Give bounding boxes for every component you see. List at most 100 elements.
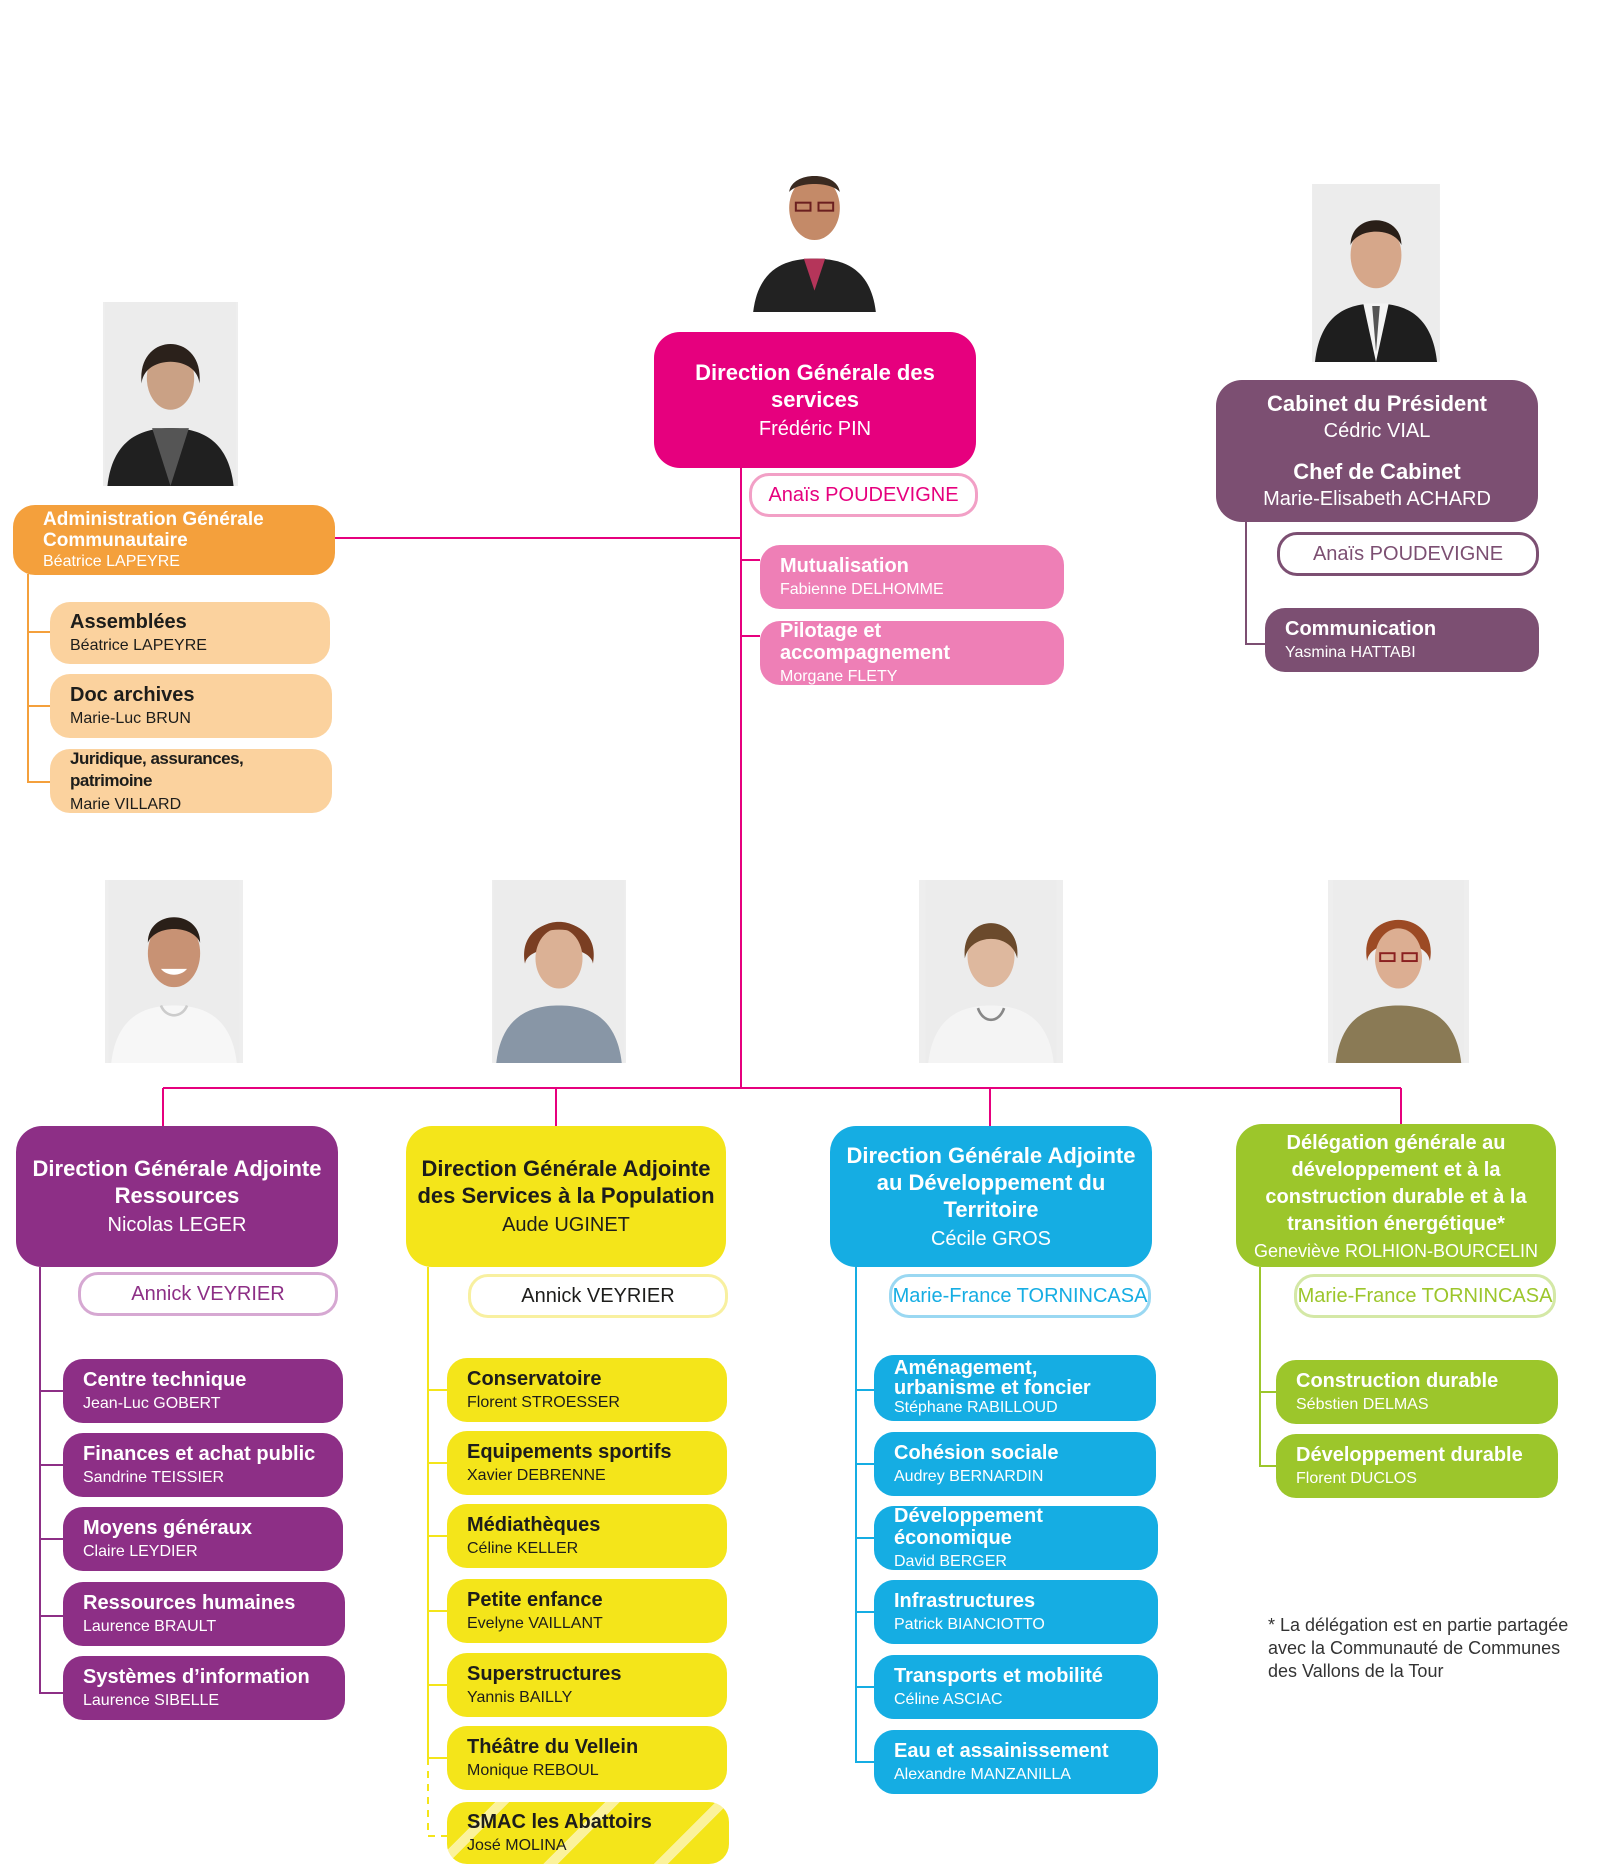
population-unit: Médiathèques Céline KELLER bbox=[447, 1504, 727, 1568]
unit-name: Patrick BIANCIOTTO bbox=[894, 1615, 1045, 1633]
population-unit: Théâtre du Vellein Monique REBOUL bbox=[447, 1726, 727, 1790]
unit-title: Ressources humaines bbox=[83, 1591, 296, 1614]
chef-cabinet-title: Chef de Cabinet bbox=[1293, 459, 1461, 484]
territoire-name: Cécile GROS bbox=[930, 1227, 1052, 1250]
photo-population bbox=[492, 880, 626, 1063]
unit-name: Laurence SIBELLE bbox=[83, 1691, 220, 1709]
unit-name: Florent STROESSER bbox=[467, 1393, 620, 1411]
unit-title: Eau et assainissement bbox=[894, 1739, 1109, 1762]
territoire-unit: Transports et mobilité Céline ASCIAC bbox=[874, 1655, 1158, 1719]
unit-name: Yannis BAILLY bbox=[467, 1688, 573, 1706]
ressources-unit: Moyens généraux Claire LEYDIER bbox=[63, 1507, 343, 1571]
ressources-title: Direction Générale Adjointe Ressources bbox=[32, 1156, 322, 1208]
dgs-name: Frédéric PIN bbox=[758, 417, 872, 440]
dgs-unit: Mutualisation Fabienne DELHOMME bbox=[760, 545, 1064, 609]
delegation-assistant: Marie-France TORNINCASA bbox=[1294, 1274, 1556, 1318]
portrait-icon bbox=[108, 880, 240, 1063]
unit-title: Moyens généraux bbox=[83, 1516, 252, 1539]
territoire-unit: Aménagement, urbanisme et foncier Stépha… bbox=[874, 1355, 1156, 1421]
ressources-name: Nicolas LEGER bbox=[107, 1214, 247, 1236]
unit-title: Cohésion sociale bbox=[894, 1441, 1059, 1464]
unit-title: Systèmes d’information bbox=[83, 1665, 310, 1688]
unit-title: Infrastructures bbox=[894, 1589, 1036, 1612]
photo-dgs bbox=[746, 152, 883, 312]
admin-unit: Doc archives Marie-Luc BRUN bbox=[50, 674, 332, 738]
delegation-unit: Développement durable Florent DUCLOS bbox=[1276, 1434, 1558, 1498]
cabinet-box: Cabinet du Président Cédric VIAL Chef de… bbox=[1216, 380, 1538, 522]
admin-name: Béatrice LAPEYRE bbox=[43, 552, 180, 570]
unit-name: Stéphane RABILLOUD bbox=[894, 1399, 1058, 1416]
unit-name: Yasmina HATTABI bbox=[1285, 643, 1416, 661]
population-unit: Conservatoire Florent STROESSER bbox=[447, 1358, 727, 1422]
footnote-line: avec la Communauté de Communes bbox=[1268, 1638, 1561, 1658]
portrait-icon bbox=[1312, 184, 1440, 362]
unit-title: Pilotage et accompagnement bbox=[780, 619, 951, 664]
unit-title: Assemblées bbox=[70, 610, 187, 633]
ressources-box: Direction Générale Adjointe Ressources N… bbox=[16, 1126, 338, 1267]
territoire-assistant: Marie-France TORNINCASA bbox=[889, 1274, 1151, 1318]
unit-title: Médiathèques bbox=[467, 1513, 601, 1536]
population-assistant: Annick VEYRIER bbox=[468, 1274, 728, 1318]
portrait-icon bbox=[104, 302, 237, 486]
unit-title: Centre technique bbox=[83, 1368, 247, 1391]
population-unit: Equipements sportifs Xavier DEBRENNE bbox=[447, 1431, 727, 1495]
unit-name: Céline ASCIAC bbox=[894, 1690, 1003, 1708]
unit-name: José MOLINA bbox=[467, 1836, 567, 1854]
unit-title: Finances et achat public bbox=[83, 1442, 316, 1465]
delegation-unit: Construction durable Sébstien DELMAS bbox=[1276, 1360, 1558, 1424]
unit-title: Théâtre du Vellein bbox=[467, 1735, 639, 1758]
population-name: Aude UGINET bbox=[502, 1214, 630, 1236]
unit-title: Conservatoire bbox=[467, 1367, 602, 1390]
footnote: * La délégation est en partie partagée a… bbox=[1268, 1614, 1598, 1683]
unit-name: Jean-Luc GOBERT bbox=[83, 1394, 221, 1412]
portrait-icon bbox=[925, 880, 1057, 1063]
footnote-line: des Vallons de la Tour bbox=[1268, 1661, 1444, 1681]
unit-name: Céline KELLER bbox=[467, 1539, 579, 1557]
cabinet-unit: Communication Yasmina HATTABI bbox=[1265, 608, 1539, 672]
unit-name: Alexandre MANZANILLA bbox=[894, 1765, 1071, 1783]
population-title: Direction Générale Adjointe des Services… bbox=[417, 1156, 715, 1208]
admin-unit: Juridique, assurances, patrimoine Marie … bbox=[50, 749, 332, 813]
unit-title: Développement économique bbox=[894, 1504, 1043, 1549]
admin-box: Administration Générale Communautaire Bé… bbox=[13, 505, 335, 575]
ressources-unit: Systèmes d’information Laurence SIBELLE bbox=[63, 1656, 345, 1720]
ressources-unit: Finances et achat public Sandrine TEISSI… bbox=[63, 1433, 343, 1497]
unit-name: Marie-Luc BRUN bbox=[70, 709, 191, 727]
unit-name: Claire LEYDIER bbox=[83, 1542, 198, 1560]
cabinet-assistant: Anaïs POUDEVIGNE bbox=[1277, 532, 1539, 576]
dgs-assistant: Anaïs POUDEVIGNE bbox=[749, 473, 978, 517]
ressources-unit: Centre technique Jean-Luc GOBERT bbox=[63, 1359, 343, 1423]
unit-title: Equipements sportifs bbox=[467, 1440, 672, 1463]
unit-name: Morgane FLETY bbox=[780, 667, 898, 685]
territoire-title: Direction Générale Adjointe au Développe… bbox=[846, 1142, 1136, 1222]
unit-title: Doc archives bbox=[70, 683, 195, 706]
cabinet-title: Cabinet du Président bbox=[1266, 391, 1488, 416]
dgs-unit: Pilotage et accompagnement Morgane FLETY bbox=[760, 619, 1064, 685]
unit-title: SMAC les Abattoirs bbox=[467, 1810, 652, 1833]
ressources-unit: Ressources humaines Laurence BRAULT bbox=[63, 1582, 345, 1646]
dgs-box: Direction Générale des services Frédéric… bbox=[654, 332, 976, 468]
territoire-unit: Eau et assainissement Alexandre MANZANIL… bbox=[874, 1730, 1158, 1794]
photo-cabinet bbox=[1312, 184, 1440, 362]
delegation-box: Délégation générale au développement et … bbox=[1236, 1124, 1556, 1267]
unit-name: Sandrine TEISSIER bbox=[83, 1468, 225, 1486]
portrait-icon bbox=[493, 880, 625, 1063]
unit-name: Fabienne DELHOMME bbox=[780, 580, 944, 598]
territoire-unit: Cohésion sociale Audrey BERNARDIN bbox=[874, 1432, 1156, 1496]
unit-name: Laurence BRAULT bbox=[83, 1617, 217, 1635]
territoire-unit: Infrastructures Patrick BIANCIOTTO bbox=[874, 1580, 1158, 1644]
admin-unit: Assemblées Béatrice LAPEYRE bbox=[50, 602, 330, 664]
unit-title: Mutualisation bbox=[780, 554, 909, 577]
territoire-unit: Développement économique David BERGER bbox=[874, 1504, 1158, 1570]
unit-name: Marie VILLARD bbox=[70, 795, 182, 813]
delegation-name: Geneviève ROLHION-BOURCELIN bbox=[1253, 1240, 1539, 1261]
unit-name: Sébstien DELMAS bbox=[1296, 1395, 1429, 1413]
unit-name: Florent DUCLOS bbox=[1296, 1469, 1417, 1487]
unit-name: Monique REBOUL bbox=[467, 1761, 599, 1779]
unit-name: David BERGER bbox=[894, 1552, 1007, 1570]
unit-name: Evelyne VAILLANT bbox=[467, 1614, 603, 1632]
unit-title: Juridique, assurances, patrimoine bbox=[70, 748, 244, 790]
portrait-icon bbox=[753, 176, 876, 312]
